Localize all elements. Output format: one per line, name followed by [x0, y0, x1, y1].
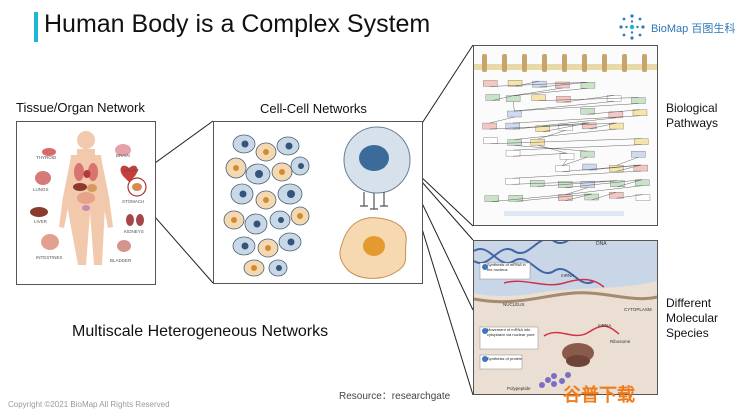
- human-body-illustration: [30, 131, 147, 265]
- title-accent-bar: [34, 12, 38, 42]
- step-1-label: Synthesis of mRNA in the nucleus: [487, 262, 526, 272]
- cytoplasm-label: CYTOPLASM: [624, 307, 652, 312]
- organ-label-intestines: INTESTINES: [36, 255, 63, 260]
- step-2-label: Movement of mRNA into cytoplasm via nucl…: [487, 327, 535, 337]
- tissue-organ-panel: [16, 121, 156, 285]
- organ-label-thyroid: THYROID: [36, 155, 57, 160]
- multiscale-caption: Multiscale Heterogeneous Networks: [72, 323, 329, 340]
- organ-label-kidneys: KIDNEYS: [124, 229, 144, 234]
- molecular-species-label: Different Molecular Species: [666, 296, 719, 340]
- mrna-label-1: mRNA: [561, 273, 575, 278]
- pathway-map-illustration: [474, 46, 657, 225]
- nucleus-label: NUCLEUS: [503, 302, 525, 307]
- organ-label-lungs: LUNGS: [33, 187, 49, 192]
- ribosome-label: Ribosome: [610, 339, 631, 344]
- cell-panel-label: Cell-Cell Networks: [260, 101, 367, 116]
- biological-pathways-panel: [473, 45, 658, 226]
- tissue-panel-label: Tissue/Organ Network: [16, 100, 145, 115]
- watermark-text: 谷普下载: [563, 385, 635, 406]
- mrna-label-2: mRNA: [598, 323, 612, 328]
- resource-credit: Resource：researchgate: [339, 391, 451, 402]
- organ-label-brain: BRAIN: [116, 153, 130, 158]
- transcription-translation-illustration: [474, 241, 657, 394]
- organ-label-liver: LIVER: [34, 219, 48, 224]
- biomap-logo-icon: [619, 14, 645, 40]
- cell-cell-panel: [213, 121, 423, 284]
- dna-label: DNA: [596, 241, 607, 247]
- organ-label-heart: HEART: [124, 168, 140, 173]
- copyright-notice: Copyright ©2021 BioMap All Rights Reserv…: [8, 400, 170, 409]
- step-3-label: Synthesis of protein: [487, 356, 523, 361]
- organ-label-stomach: STOMACH: [122, 199, 145, 204]
- polypeptide-label: Polypeptide: [507, 386, 531, 391]
- cell-network-illustration: [223, 126, 411, 279]
- pathways-label: Biological Pathways: [666, 101, 719, 130]
- organ-label-bladder: BLADDER: [110, 258, 132, 263]
- logo-text: BioMap 百图生科: [651, 23, 736, 35]
- molecular-species-panel: [473, 240, 658, 395]
- page-title: Human Body is a Complex System: [44, 10, 431, 38]
